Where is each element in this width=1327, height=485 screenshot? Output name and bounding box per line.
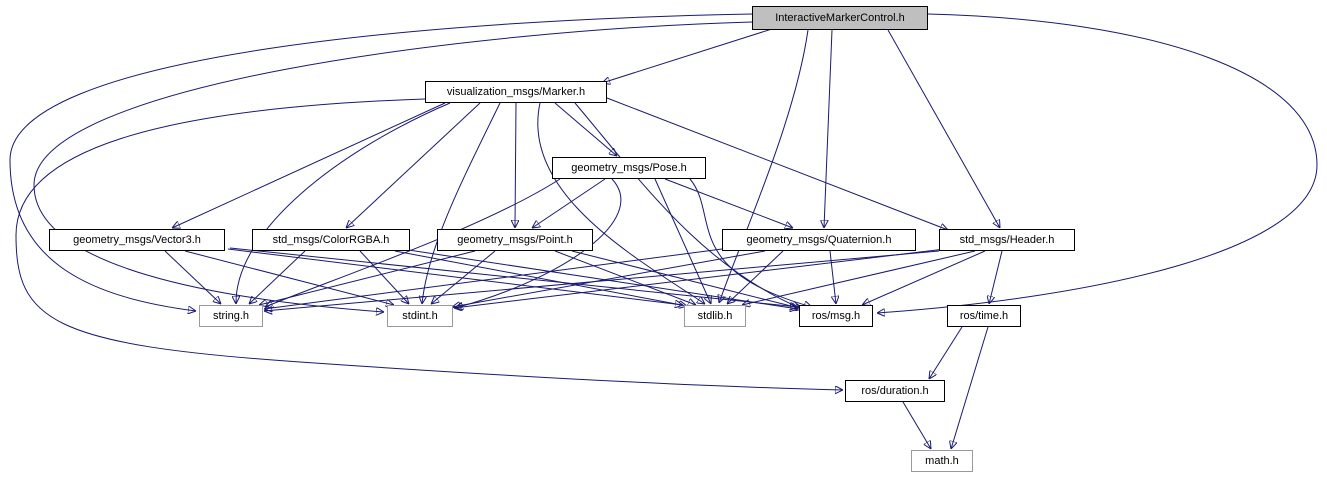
- node-math: math.h: [911, 450, 973, 472]
- node-stdint: stdint.h: [387, 305, 453, 327]
- edge-point-stdint: [431, 250, 496, 304]
- edge-pose-string: [265, 178, 561, 307]
- edge-point-string: [259, 250, 476, 305]
- edge-quaternion-stdint: [452, 250, 766, 307]
- edge-quaternion-rosmsg: [829, 250, 836, 304]
- edge-header-rostime: [989, 250, 1003, 304]
- edge-marker-stdint: [422, 102, 501, 304]
- node-stdlib: stdlib.h: [684, 305, 746, 327]
- node-pose[interactable]: geometry_msgs/Pose.h: [552, 157, 706, 179]
- edge-interactive-stdlib: [719, 29, 809, 303]
- edge-vector3-rosmsg: [229, 247, 798, 307]
- edge-vector3-string: [164, 250, 221, 304]
- edge-interactive-stdint: [33, 21, 753, 312]
- node-vector3[interactable]: geometry_msgs/Vector3.h: [49, 229, 225, 251]
- edge-header-rosmsg: [862, 250, 986, 305]
- node-point[interactable]: geometry_msgs/Point.h: [437, 229, 593, 251]
- edge-marker-stdlib: [537, 102, 705, 304]
- edge-interactive-marker: [602, 27, 776, 83]
- edge-interactive-header: [887, 29, 1000, 228]
- edge-colorrgba-stdlib: [394, 250, 687, 306]
- edge-marker-pose: [554, 102, 617, 156]
- node-colorrgba[interactable]: std_msgs/ColorRGBA.h: [252, 229, 410, 251]
- edge-pose-point: [532, 178, 606, 228]
- edge-pose-quaternion: [664, 178, 793, 228]
- node-string: string.h: [199, 305, 263, 327]
- edge-marker-rosduration: [15, 98, 843, 390]
- edge-rosduration-math: [902, 401, 931, 449]
- edge-pose-rosmsg: [689, 178, 812, 307]
- edge-interactive-rosmsg: [877, 13, 1318, 313]
- node-rostime[interactable]: ros/time.h: [947, 305, 1021, 327]
- edge-interactive-quaternion: [824, 29, 833, 228]
- node-interactive: InteractiveMarkerControl.h: [752, 6, 928, 30]
- edge-marker-point: [515, 102, 516, 228]
- edge-marker-rosmsg: [574, 102, 800, 308]
- edge-quaternion-string: [264, 248, 723, 309]
- node-header[interactable]: std_msgs/Header.h: [939, 229, 1075, 251]
- node-rosduration[interactable]: ros/duration.h: [845, 380, 945, 402]
- edge-colorrgba-stdint: [359, 250, 409, 304]
- edge-quaternion-stdlib: [727, 250, 784, 304]
- node-marker[interactable]: visualization_msgs/Marker.h: [425, 81, 607, 103]
- edge-interactive-string: [9, 13, 753, 311]
- edge-header-stdint: [454, 248, 946, 308]
- edge-vector3-stdlib: [227, 248, 683, 305]
- edge-marker-colorrgba: [346, 102, 481, 228]
- edge-rostime-math: [951, 326, 989, 449]
- edge-rostime-rosduration: [929, 326, 963, 379]
- edge-colorrgba-string: [249, 250, 306, 304]
- node-quaternion[interactable]: geometry_msgs/Quaternion.h: [722, 229, 916, 251]
- edge-marker-header: [606, 97, 948, 230]
- edge-point-stdlib: [554, 250, 696, 305]
- edge-marker-vector3: [172, 102, 446, 228]
- edge-pose-stdlib: [654, 178, 711, 304]
- edge-header-stdlib: [742, 250, 976, 305]
- edge-marker-string: [236, 102, 451, 304]
- edge-header-string: [264, 250, 940, 311]
- edge-vector3-stdint: [184, 250, 394, 305]
- node-rosmsg[interactable]: ros/msg.h: [799, 305, 873, 327]
